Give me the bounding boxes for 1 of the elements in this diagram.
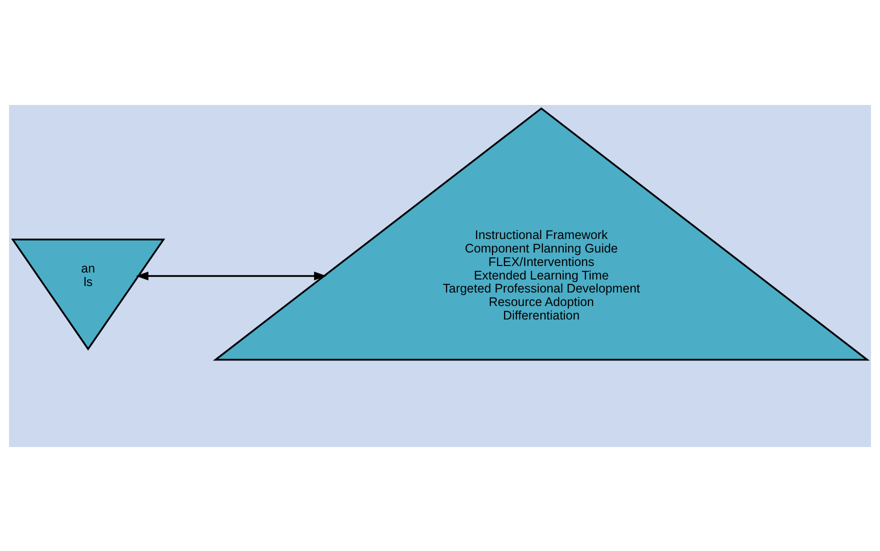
arrow: [136, 271, 327, 280]
